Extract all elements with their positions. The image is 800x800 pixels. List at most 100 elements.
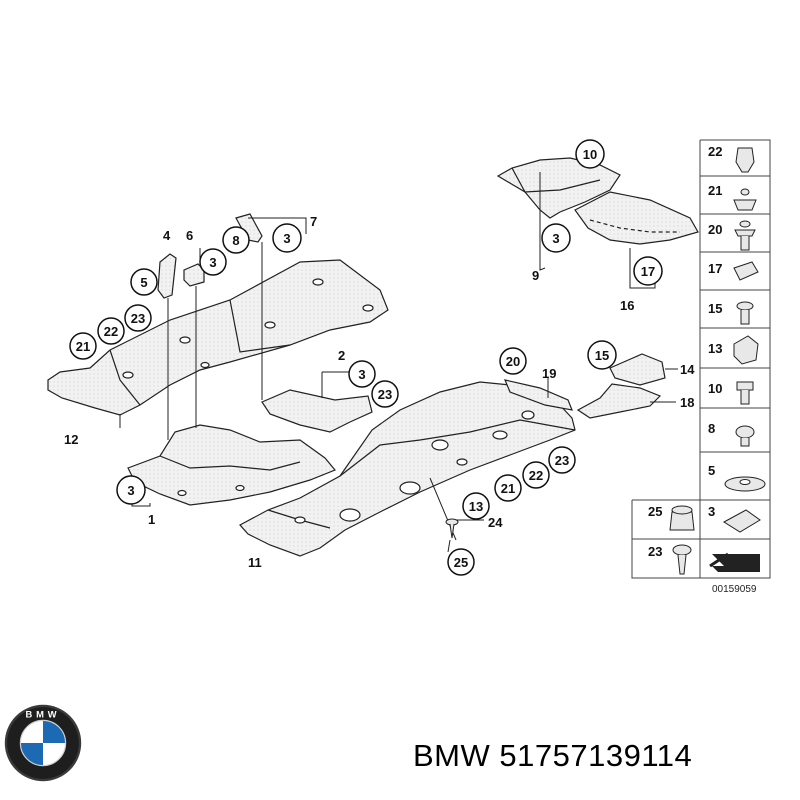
- svg-text:15: 15: [708, 301, 722, 316]
- svg-text:5: 5: [140, 275, 147, 290]
- svg-text:15: 15: [595, 348, 609, 363]
- underbody-panel-11: [239, 381, 576, 557]
- label-6: 6: [186, 228, 193, 243]
- underbody-panel-1: [127, 424, 336, 506]
- svg-text:13: 13: [708, 341, 722, 356]
- svg-text:25: 25: [454, 555, 468, 570]
- svg-text:21: 21: [501, 481, 515, 496]
- label-14: 14: [680, 362, 695, 377]
- callout-23-mid: 23: [371, 380, 399, 408]
- pin-24: [445, 518, 459, 539]
- svg-text:3: 3: [127, 483, 134, 498]
- callout-10: 10: [575, 139, 605, 169]
- label-16: 16: [620, 298, 634, 313]
- callout-3-top: 3: [272, 223, 302, 253]
- bracket-panel-2: [261, 389, 373, 433]
- svg-text:3: 3: [283, 231, 290, 246]
- svg-text:21: 21: [76, 339, 90, 354]
- svg-text:13: 13: [469, 499, 483, 514]
- label-12: 12: [64, 432, 78, 447]
- callout-21-b: 21: [494, 474, 522, 502]
- callout-13: 13: [462, 492, 490, 520]
- svg-text:BMW: BMW: [25, 709, 60, 719]
- svg-text:10: 10: [708, 381, 722, 396]
- arrow-icon: [709, 552, 760, 572]
- callout-21-a: 21: [69, 332, 97, 360]
- callout-22-a: 22: [97, 317, 125, 345]
- svg-text:21: 21: [708, 183, 722, 198]
- collar-screw-icon: [735, 425, 755, 447]
- bracket-4: [157, 253, 177, 299]
- screw-icon: [736, 301, 754, 325]
- clip-icon: [723, 509, 761, 533]
- washer-icon: [724, 476, 766, 492]
- svg-text:23: 23: [378, 387, 392, 402]
- rear-panel-16: [574, 191, 699, 245]
- label-11: 11: [248, 555, 262, 570]
- label-9: 9: [532, 268, 539, 283]
- svg-text:8: 8: [232, 233, 239, 248]
- label-7: 7: [310, 214, 317, 229]
- callout-3-b: 3: [199, 248, 227, 276]
- rivet-icon: [734, 220, 756, 251]
- self-tapping-screw-icon: [672, 544, 692, 575]
- label-2: 2: [338, 348, 345, 363]
- callout-15: 15: [587, 340, 617, 370]
- callout-23-a: 23: [124, 304, 152, 332]
- svg-text:25: 25: [648, 504, 662, 519]
- reference-code: 00159059: [712, 584, 757, 595]
- part-number: 51757139114: [499, 738, 693, 773]
- callout-5: 5: [130, 268, 158, 296]
- hex-bolt-icon: [736, 381, 754, 405]
- fastener-legend: 22 21 20 17 15 13 10 8 5 25 3 23: [631, 139, 771, 595]
- label-19: 19: [542, 366, 556, 381]
- svg-text:22: 22: [104, 324, 118, 339]
- svg-text:23: 23: [648, 544, 662, 559]
- svg-text:8: 8: [708, 421, 715, 436]
- callout-3-mid: 3: [348, 360, 376, 388]
- svg-text:23: 23: [131, 311, 145, 326]
- clip-nut-icon: [735, 147, 755, 173]
- callout-3-left: 3: [116, 475, 146, 505]
- svg-text:3: 3: [552, 231, 559, 246]
- callout-22-b: 22: [522, 461, 550, 489]
- svg-text:22: 22: [529, 468, 543, 483]
- svg-text:20: 20: [506, 354, 520, 369]
- svg-text:17: 17: [708, 261, 722, 276]
- bracket-19: [503, 379, 573, 411]
- label-24: 24: [488, 515, 503, 530]
- svg-text:10: 10: [583, 147, 597, 162]
- callout-20: 20: [499, 347, 527, 375]
- svg-text:23: 23: [555, 453, 569, 468]
- callout-23-b: 23: [548, 446, 576, 474]
- callout-3-right: 3: [541, 223, 571, 253]
- svg-text:3: 3: [708, 504, 715, 519]
- svg-text:3: 3: [358, 367, 365, 382]
- svg-text:5: 5: [708, 463, 715, 478]
- bracket-clip-icon: [733, 335, 759, 365]
- bracket-6: [183, 263, 205, 287]
- svg-text:20: 20: [708, 222, 722, 237]
- part-labels: 4 6 7 12 1 2 11 9 16 19 14 18 24: [64, 214, 695, 570]
- svg-text:22: 22: [708, 144, 722, 159]
- bracket-14: [609, 353, 666, 386]
- hex-nut-icon: [669, 505, 695, 531]
- callout-8: 8: [222, 226, 250, 254]
- underbody-panel-12: [47, 259, 389, 416]
- callout-17: 17: [633, 256, 663, 286]
- label-18: 18: [680, 395, 694, 410]
- svg-text:3: 3: [209, 255, 216, 270]
- callout-25: 25: [447, 548, 475, 576]
- label-4: 4: [163, 228, 171, 243]
- bracket-18: [576, 383, 662, 419]
- svg-text:17: 17: [641, 264, 655, 279]
- part-caption: BMW 51757139114: [413, 738, 692, 774]
- expanding-nut-icon: [733, 188, 757, 211]
- bmw-logo: BMW: [4, 704, 82, 782]
- callouts: 3 8 3 5 23 22 21 3: [69, 139, 663, 576]
- leader-lines: [119, 172, 678, 553]
- label-1: 1: [148, 512, 155, 527]
- brand-name: BMW: [413, 738, 491, 773]
- spring-clip-icon: [733, 261, 759, 281]
